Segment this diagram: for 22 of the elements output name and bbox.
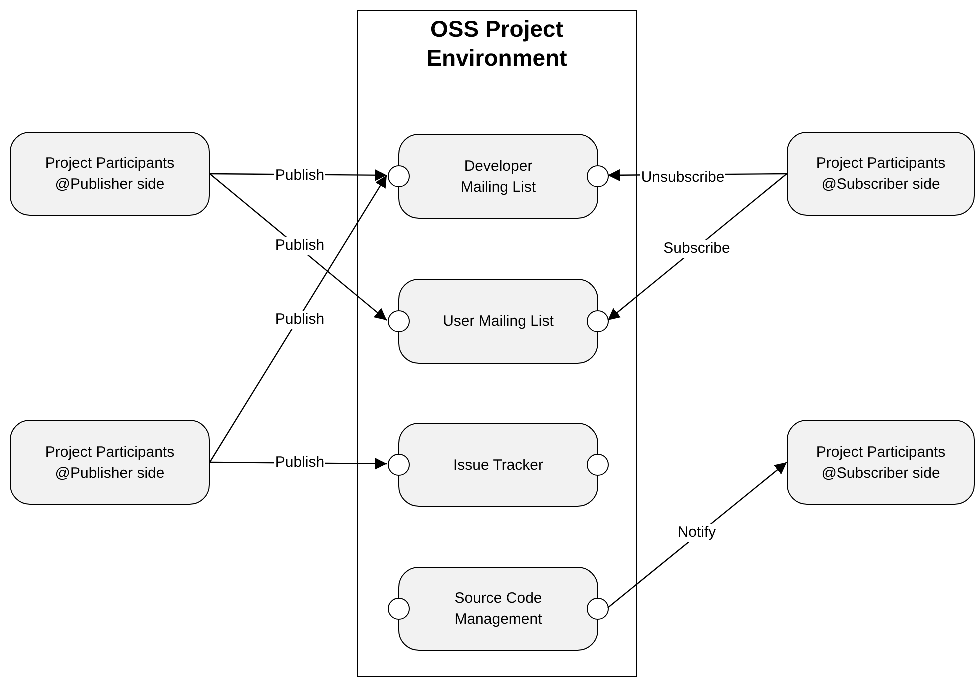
participant-label: Project Participants @Subscriber side (815, 442, 947, 484)
component-label: User Mailing List (442, 312, 555, 332)
component-label: Issue Tracker (452, 456, 545, 476)
participant-box (787, 132, 975, 216)
arrow (209, 175, 388, 463)
arrow (608, 462, 788, 608)
environment-title: OSS Project Environment (426, 15, 568, 73)
participant-label: Project Participants @Publisher side (44, 442, 176, 484)
participant-label: Project Participants @Subscriber side (815, 154, 947, 195)
edge-label: Subscribe (662, 240, 732, 258)
edge-label: Notify (676, 524, 718, 542)
environment-boundary (357, 10, 637, 677)
component-label: Developer Mailing List (460, 156, 538, 198)
participant-label: Project Participants @Publisher side (44, 154, 176, 195)
arrow (608, 174, 788, 321)
participant-box (10, 132, 210, 216)
component-label: Source Code Management (454, 589, 544, 630)
arrow (210, 174, 388, 321)
edge-label: Publish (274, 237, 326, 255)
edge-label: Publish (274, 311, 326, 329)
participant-box (787, 420, 975, 505)
participant-box (10, 420, 210, 505)
